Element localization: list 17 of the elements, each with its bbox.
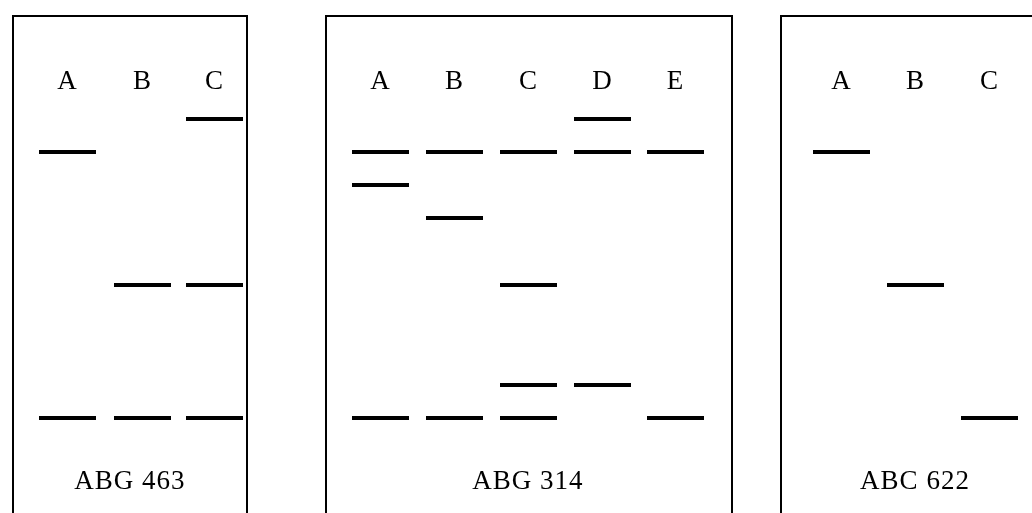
lane-label: B bbox=[133, 65, 151, 95]
lane-label: E bbox=[666, 65, 684, 95]
gel-panel bbox=[12, 15, 248, 513]
lane-label: A bbox=[370, 65, 390, 95]
gel-panel bbox=[325, 15, 733, 513]
sample-label: ABG 314 bbox=[472, 465, 584, 495]
lane-label: B bbox=[906, 65, 924, 95]
lane-label: C bbox=[519, 65, 537, 95]
lane-label: B bbox=[445, 65, 463, 95]
sample-label: ABC 622 bbox=[860, 465, 970, 495]
lane-label: C bbox=[205, 65, 223, 95]
sample-label: ABG 463 bbox=[74, 465, 186, 495]
lane-label: A bbox=[831, 65, 851, 95]
lane-label: C bbox=[980, 65, 998, 95]
lane-label: D bbox=[592, 65, 612, 95]
gel-panel bbox=[780, 15, 1032, 513]
lane-label: A bbox=[57, 65, 77, 95]
